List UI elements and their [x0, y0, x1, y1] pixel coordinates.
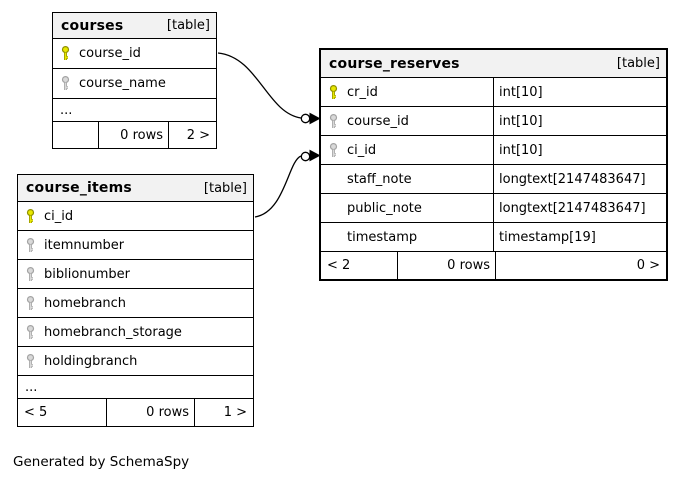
indexed-key-icon — [25, 237, 36, 254]
zero-or-many-circle-icon — [300, 113, 311, 124]
table-footer: < 5 0 rows 1 > — [18, 399, 253, 426]
table-type-badge: [table] — [203, 180, 247, 196]
column-name: biblionumber — [44, 266, 131, 282]
table-node-course-reserves[interactable]: course_reserves [table] cr_id int[10] co… — [319, 48, 668, 281]
indexed-key-icon — [25, 353, 36, 370]
column-name: cr_id — [347, 84, 378, 100]
column-row-ci_id: ci_id int[10] — [321, 136, 666, 165]
footer-children: 2 > — [168, 122, 216, 148]
table-type-badge: [table] — [166, 18, 210, 33]
indexed-key-icon — [60, 75, 71, 92]
column-type: int[10] — [493, 78, 666, 106]
table-header-course-items[interactable]: course_items [table] — [18, 175, 253, 202]
column-type: timestamp[19] — [493, 223, 666, 251]
indexed-key-icon — [25, 295, 36, 312]
table-header-course-reserves[interactable]: course_reserves [table] — [321, 50, 666, 78]
table-footer: 0 rows 2 > — [53, 122, 216, 148]
column-name: holdingbranch — [44, 353, 138, 369]
column-row-course_name: course_name — [53, 69, 216, 99]
column-type: int[10] — [493, 107, 666, 135]
relationship-course-items-to-course-reserves — [254, 149, 321, 218]
table-node-courses[interactable]: courses [table] course_id course_name ..… — [52, 12, 217, 149]
footer-row-count: 0 rows — [397, 252, 495, 279]
primary-key-icon — [25, 208, 36, 225]
column-row-homebranch_storage: homebranch_storage — [18, 318, 253, 347]
column-name: homebranch_storage — [44, 324, 182, 340]
primary-key-icon — [328, 84, 339, 101]
column-row-ci_id: ci_id — [18, 202, 253, 231]
indexed-key-icon — [328, 142, 339, 159]
fk-arrowhead-icon — [309, 112, 321, 125]
fk-line — [254, 155, 302, 218]
footer-parents — [53, 122, 98, 148]
column-name: course_name — [79, 76, 166, 91]
column-name: timestamp — [347, 229, 418, 245]
footer-parents: < 2 — [327, 258, 351, 273]
schemaspy-credit: Generated by SchemaSpy — [13, 454, 190, 470]
column-row-public_note: public_note longtext[2147483647] — [321, 194, 666, 223]
primary-key-icon — [60, 45, 71, 62]
indexed-key-icon — [25, 324, 36, 341]
column-name: ci_id — [44, 208, 74, 224]
table-footer: < 2 0 rows 0 > — [321, 252, 666, 279]
column-type: longtext[2147483647] — [493, 194, 666, 222]
column-name: homebranch — [44, 295, 127, 311]
indexed-key-icon — [25, 266, 36, 283]
column-row-timestamp: timestamp timestamp[19] — [321, 223, 666, 252]
column-name: staff_note — [347, 171, 412, 187]
column-row-holdingbranch: holdingbranch — [18, 347, 253, 376]
column-row-homebranch: homebranch — [18, 289, 253, 318]
column-name: ci_id — [347, 142, 377, 158]
zero-or-many-circle-icon — [300, 151, 311, 162]
column-row-staff_note: staff_note longtext[2147483647] — [321, 165, 666, 194]
column-name: itemnumber — [44, 237, 125, 253]
column-row-itemnumber: itemnumber — [18, 231, 253, 260]
fk-line — [217, 52, 302, 119]
table-name: course_reserves — [329, 55, 460, 72]
footer-children: 0 > — [495, 252, 666, 279]
table-name: course_items — [26, 180, 132, 196]
ellipsis-row: ... — [18, 376, 253, 399]
table-type-badge: [table] — [616, 56, 660, 71]
relationship-courses-to-course-reserves — [217, 52, 321, 125]
footer-parents: < 5 — [24, 405, 48, 420]
indexed-key-icon — [328, 113, 339, 130]
column-type: int[10] — [493, 136, 666, 164]
ellipsis-row: ... — [53, 99, 216, 122]
table-node-course-items[interactable]: course_items [table] ci_id itemnumber bi… — [17, 174, 254, 427]
column-name: course_id — [347, 113, 409, 129]
column-row-course_id: course_id int[10] — [321, 107, 666, 136]
column-row-course_id: course_id — [53, 39, 216, 69]
table-name: courses — [61, 17, 124, 34]
column-row-biblionumber: biblionumber — [18, 260, 253, 289]
table-header-courses[interactable]: courses [table] — [53, 13, 216, 39]
column-type: longtext[2147483647] — [493, 165, 666, 193]
footer-children: 1 > — [194, 399, 253, 426]
column-row-cr_id: cr_id int[10] — [321, 78, 666, 107]
fk-arrowhead-icon — [309, 149, 321, 162]
footer-row-count: 0 rows — [106, 399, 194, 426]
footer-row-count: 0 rows — [98, 122, 168, 148]
column-name: public_note — [347, 200, 422, 216]
column-name: course_id — [79, 46, 141, 61]
